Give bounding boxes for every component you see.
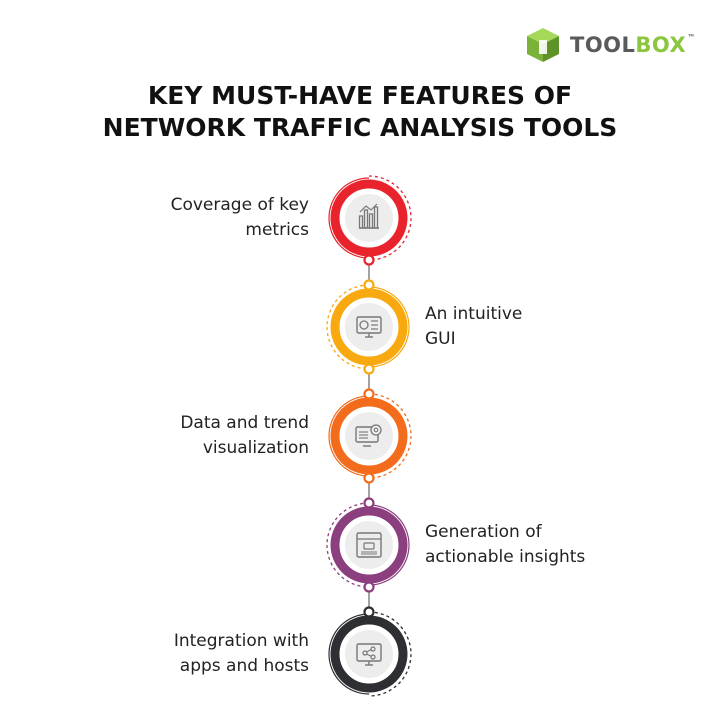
feature-label-line: An intuitive (425, 304, 523, 324)
monitor-share-icon (356, 643, 382, 666)
connector-dot-bottom (363, 581, 375, 593)
feature-label-4: Generation of actionable insights (425, 520, 645, 570)
toolbox-logo: TOOLBOX™ (524, 26, 714, 64)
feature-label-line: apps and hosts (179, 656, 309, 676)
feature-label-1: Coverage of key metrics (89, 193, 309, 243)
dashed-arc (368, 611, 412, 697)
icon-disc (343, 410, 395, 462)
connector-dot-bottom (363, 254, 375, 266)
connector-dot-bottom (363, 363, 375, 375)
monitor-gear-icon (355, 424, 382, 447)
icon-disc (343, 519, 395, 571)
feature-node-3 (328, 388, 412, 484)
feature-label-line: Coverage of key (170, 195, 309, 215)
dashed-arc (368, 175, 412, 261)
feature-label-line: GUI (425, 329, 456, 349)
feature-node-2 (326, 279, 410, 375)
page-title: KEY MUST-HAVE FEATURES OF NETWORK TRAFFI… (0, 80, 720, 144)
solid-arc (328, 613, 370, 695)
browser-window-icon (356, 532, 382, 558)
title-line-1: KEY MUST-HAVE FEATURES OF (147, 81, 573, 110)
feature-node-1 (328, 175, 412, 266)
solid-arc (368, 286, 410, 368)
feature-label-line: Generation of (425, 522, 542, 542)
cube-icon (527, 28, 559, 62)
dashed-arc (326, 502, 370, 588)
feature-label-5: Integration with apps and hosts (89, 629, 309, 679)
feature-label-3: Data and trend visualization (89, 411, 309, 461)
connector-dot-bottom (363, 472, 375, 484)
title-line-2: NETWORK TRAFFIC ANALYSIS TOOLS (102, 113, 618, 142)
solid-arc (328, 395, 370, 477)
connector-dot-top (363, 279, 375, 291)
dashed-arc (326, 284, 370, 370)
logo-wordmark: TOOLBOX™ (570, 33, 696, 57)
solid-arc (328, 177, 370, 259)
connector-dot-top (363, 497, 375, 509)
bar-chart-icon (358, 203, 379, 229)
monitor-dashboard-icon (356, 316, 382, 338)
icon-disc (343, 301, 395, 353)
feature-node-4 (326, 497, 410, 593)
feature-label-line: Integration with (173, 631, 309, 651)
feature-node-5 (328, 606, 412, 697)
feature-label-line: Data and trend (180, 413, 309, 433)
dashed-arc (368, 393, 412, 479)
feature-label-line: visualization (202, 438, 309, 458)
feature-label-line: actionable insights (425, 547, 586, 567)
feature-label-line: metrics (245, 220, 309, 240)
connector-dot-top (363, 606, 375, 618)
solid-arc (368, 504, 410, 586)
icon-disc (343, 628, 395, 680)
connector-dot-top (363, 388, 375, 400)
